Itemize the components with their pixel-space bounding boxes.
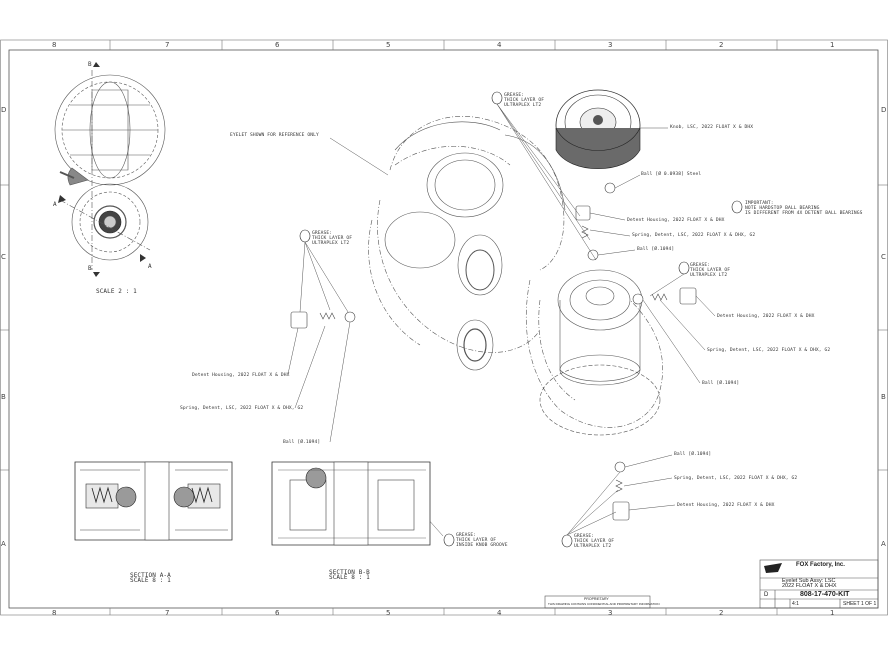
section-a-a-view [74,461,233,541]
grease-label: GREASE: [504,93,525,98]
grease-note-knob-groove: GREASE: THICK LAYER OF INSIDE KNOB GROOV… [456,533,508,548]
callout-ball-bottom: Ball [Ø.1094] [674,452,712,457]
grease-label: GREASE: [312,231,333,236]
callout-detent-housing-top: Detent Housing, 2022 FLOAT X & DHX [627,218,725,223]
grease-note-right: GREASE: THICK LAYER OF ULTRAPLEX LT2 [690,263,730,278]
drawing-scale: 4:1 [792,601,799,607]
company-name: FOX Factory, Inc. [796,562,845,568]
zone-bottom-5: 5 [386,609,391,617]
grease-ultraplex-label: ULTRAPLEX LT2 [574,544,612,549]
knob-illustration [555,89,641,169]
eyelet-reference [368,115,663,428]
grease-thick-label: THICK LAYER OF [690,268,731,273]
zone-bottom-8: 8 [52,609,57,617]
zone-right-c: C [881,253,886,261]
callout-spring-left: Spring, Detent, LSC, 2022 FLOAT X & DHX,… [180,406,304,411]
exploded-parts-left [290,311,356,329]
grease-label: GREASE: [690,263,711,268]
zone-top-4: 4 [497,41,502,49]
drawing-title-2: 2022 FLOAT X & DHX [782,583,837,589]
zone-right-d: D [881,106,887,114]
zone-ticks [0,40,888,615]
zone-top-3: 3 [608,41,613,49]
grease-icons [299,91,743,548]
callout-ball-left: Ball [Ø.1094] [283,440,321,445]
zone-top-1: 1 [830,41,835,49]
zone-left-c: C [1,253,6,261]
grease-thick-label: THICK LAYER OF [504,98,545,103]
zone-top-6: 6 [275,41,280,49]
proprietary-text: THIS DRAWING CONTAINS CONFIDENTIAL AND P… [548,602,660,606]
zone-bottom-3: 3 [608,609,613,617]
grease-ultraplex-label: ULTRAPLEX LT2 [690,273,728,278]
section-b-b-scale: SCALE 8 : 1 [329,574,370,581]
zone-right-a: A [881,540,886,548]
inner-border [8,49,879,609]
section-letter-a-left: A [53,201,57,208]
section-letter-b-bottom: B [88,265,92,272]
section-b-b-caption: SECTION B-B SCALE 8 : 1 [329,569,370,581]
grease-thick-label: THICK LAYER OF [312,236,353,241]
section-arrows [58,62,146,277]
zone-top-5: 5 [386,41,391,49]
proprietary-heading: PROPRIETARY [584,597,609,601]
section-a-a-caption: SECTION A-A SCALE 8 : 1 [130,572,171,584]
zone-bottom-7: 7 [165,609,170,617]
callout-ball-steel: Ball [Ø 0.0938] Steel [641,172,702,177]
zone-bottom-6: 6 [275,609,280,617]
section-a-a-scale: SCALE 8 : 1 [130,577,171,584]
callout-spring-right: Spring, Detent, LSC, 2022 FLOAT X & DHX,… [707,348,831,353]
zone-left-a: A [1,540,6,548]
grease-note-top: GREASE: THICK LAYER OF ULTRAPLEX LT2 [504,93,544,108]
callout-detent-housing-bottom: Detent Housing, 2022 FLOAT X & DHX [677,503,775,508]
grease-inside-label: INSIDE KNOB GROOVE [456,543,508,548]
zone-right-b: B [881,393,886,401]
grease-thick-label: THICK LAYER OF [456,538,497,543]
grease-thick-label: THICK LAYER OF [574,539,615,544]
section-b-b-title: SECTION B-B [329,569,370,576]
zone-bottom-2: 2 [719,609,724,617]
fox-logo [762,562,786,574]
drawing-title-1: Eyelet Sub Assy: LSC [782,578,836,584]
grease-ultraplex-label: ULTRAPLEX LT2 [504,103,542,108]
grease-note-bottom: GREASE: THICK LAYER OF ULTRAPLEX LT2 [574,534,614,549]
important-line-1: IMPORTANT: [745,201,774,206]
important-line-3: IS DIFFERENT FROM 4X DETENT BALL BEARING… [745,211,863,216]
grease-label: GREASE: [574,534,595,539]
section-letter-a-right: A [148,263,152,270]
zone-top-2: 2 [719,41,724,49]
callout-ball-right: Ball [Ø.1094] [702,381,740,386]
important-note: IMPORTANT: NOTE HARDSTOP BALL BEARING IS… [745,201,863,216]
zone-top-7: 7 [165,41,170,49]
callout-spring-bottom: Spring, Detent, LSC, 2022 FLOAT X & DHX,… [674,476,798,481]
part-number: 808-17-470-KIT [800,591,850,598]
sheet-size: D [764,592,769,598]
zone-bottom-4: 4 [497,609,502,617]
sheet-number: SHEET 1 OF 1 [843,601,877,607]
grease-ultraplex-label: ULTRAPLEX LT2 [312,241,350,246]
section-letter-b-top: B [88,61,92,68]
important-line-2: NOTE HARDSTOP BALL BEARING [745,206,820,211]
callout-detent-housing-left: Detent Housing, 2022 FLOAT X & DHX [192,373,290,378]
zone-left-d: D [1,106,7,114]
callout-detent-housing-right: Detent Housing, 2022 FLOAT X & DHX [717,314,815,319]
scale-2-1-view [54,70,166,270]
scale-2-1-label: SCALE 2 : 1 [96,288,137,295]
grease-note-left: GREASE: THICK LAYER OF ULTRAPLEX LT2 [312,231,352,246]
callout-spring-top: Spring, Detent, LSC, 2022 FLOAT X & DHX,… [632,233,756,238]
zone-bottom-1: 1 [830,609,835,617]
section-b-b-view [271,461,431,546]
grease-label: GREASE: [456,533,477,538]
zone-top-8: 8 [52,41,57,49]
leader-lines [287,103,716,537]
callout-ball-top: Ball [Ø.1094] [637,247,675,252]
callout-knob: Knob, LSC, 2022 FLOAT X & DHX [670,125,754,130]
zone-left-b: B [1,393,6,401]
title-block [544,559,879,609]
section-a-a-title: SECTION A-A [130,572,171,579]
eyelet-note: EYELET SHOWN FOR REFERENCE ONLY [230,133,319,138]
eyelet-solid-lines [384,121,661,436]
